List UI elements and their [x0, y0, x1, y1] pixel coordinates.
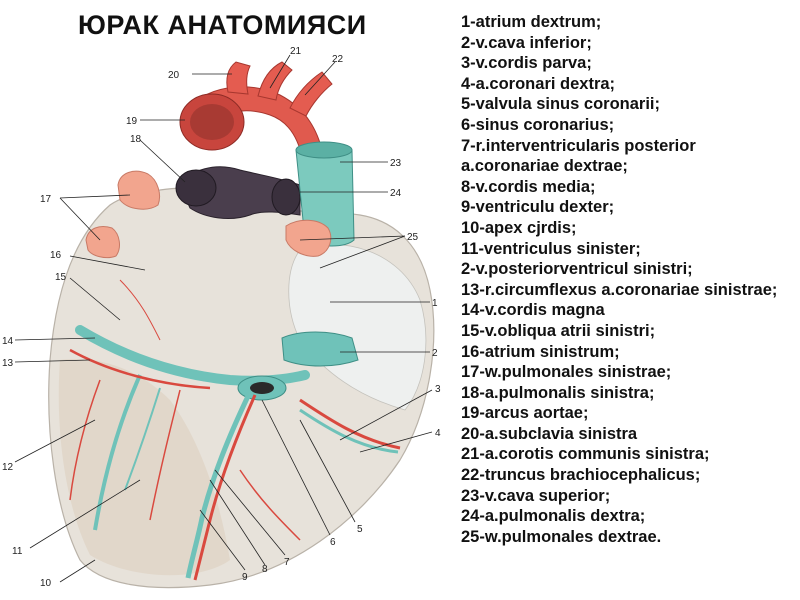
legend-item: 4-a.coronari dextra; — [461, 74, 616, 93]
callout-25: 25 — [407, 232, 419, 243]
posterior-left-ventricular-vein — [93, 374, 142, 531]
legend-item: 2-v.cava inferior; — [461, 33, 592, 52]
legend-item: 20-a.subclavia sinistra — [461, 424, 638, 443]
callout-19: 19 — [126, 116, 138, 127]
legend-item: 2-v.posteriorventricul sinistri; — [461, 260, 693, 279]
right-pulmonary-vein — [285, 219, 332, 257]
legend-item: 7-r.interventricularis posterior a.coron… — [461, 136, 696, 176]
legend-item: 24-a.pulmonalis dextra; — [461, 507, 646, 526]
legend-item: 21-a.corotis communis sinistra; — [461, 445, 710, 464]
posterior-interventricular-artery — [193, 394, 257, 581]
legend-item: 9-ventriculu dexter; — [461, 198, 615, 217]
legend-item: 11-ventriculus sinister; — [461, 239, 641, 258]
carotid-artery — [257, 61, 293, 101]
legend-item: 23-v.cava superior; — [461, 486, 611, 505]
legend-item: 14-v.cordis magna — [461, 301, 605, 320]
small-vessel — [119, 279, 161, 341]
callout-17: 17 — [40, 194, 52, 205]
small-vessel — [124, 387, 161, 491]
callout-leaders — [14, 54, 433, 583]
callout-8: 8 — [262, 564, 268, 575]
inferior-vena-cava — [281, 331, 359, 367]
svc-opening — [295, 141, 353, 159]
callout-24: 24 — [390, 188, 402, 199]
callout-21: 21 — [290, 46, 302, 57]
callout-4: 4 — [435, 428, 441, 439]
callout-3: 3 — [435, 384, 441, 395]
callout-23: 23 — [390, 158, 402, 169]
callout-10: 10 — [40, 578, 52, 589]
callout-2: 2 — [432, 348, 438, 359]
page-title: ЮРАК АНАТОМИЯСИ — [78, 10, 367, 40]
left-ventricle-region — [58, 359, 230, 576]
circumflex-artery — [69, 348, 211, 390]
right-atrium-region — [288, 244, 427, 411]
subclavian-artery — [226, 61, 251, 95]
small-vessel — [239, 469, 301, 541]
legend-item: 22-truncus brachiocephalicus; — [461, 466, 701, 485]
legend-item: 10-apex cjrdis; — [461, 218, 577, 237]
legend-item: 1-atrium dextrum; — [461, 13, 602, 31]
legend-item: 3-v.cordis parva; — [461, 54, 592, 73]
callout-1: 1 — [432, 298, 438, 309]
pulmonary-artery-right-opening — [271, 178, 301, 216]
legend-item: 17-w.pulmonales sinistrae; — [461, 363, 672, 382]
small-vessel — [149, 389, 181, 521]
callout-20: 20 — [168, 70, 180, 81]
callout-12: 12 — [2, 462, 14, 473]
callout-9: 9 — [242, 572, 248, 583]
legend-item: 15-v.obliqua atrii sinistri; — [461, 321, 656, 340]
callout-18: 18 — [130, 134, 142, 145]
left-pulmonary-vein-upper — [117, 170, 161, 210]
legend-list: 1-atrium dextrum; 2-v.cava inferior; 3-v… — [461, 12, 796, 547]
legend-item: 16-atrium sinistrum; — [461, 342, 620, 361]
callout-7: 7 — [284, 557, 290, 568]
callout-13: 13 — [2, 358, 14, 369]
callout-6: 6 — [330, 537, 336, 548]
legend-item: 13-r.circumflexus a.coronariae sinistrae… — [461, 280, 778, 299]
legend-item: 5-valvula sinus coronarii; — [461, 95, 660, 114]
legend-item: 8-v.cordis media; — [461, 177, 596, 196]
small-vessel — [69, 379, 101, 501]
aortic-arch-lumen — [190, 104, 234, 140]
legend-item: 6-sinus coronarius; — [461, 115, 615, 134]
middle-cardiac-vein — [185, 390, 253, 579]
right-coronary-artery — [299, 398, 401, 450]
heart-illustration: 1 2 3 4 5 6 7 8 9 10 11 12 13 14 15 16 1… — [0, 40, 450, 600]
legend-item: 19-arcus aortae; — [461, 404, 589, 423]
legend-item: 25-w.pulmonales dextrae. — [461, 527, 662, 546]
legend-item: 18-a.pulmonalis sinistra; — [461, 383, 655, 402]
callout-22: 22 — [332, 54, 344, 65]
callout-5: 5 — [357, 524, 363, 535]
coronary-sinus — [75, 325, 310, 386]
callout-14: 14 — [2, 336, 14, 347]
callout-16: 16 — [50, 250, 62, 261]
callout-15: 15 — [55, 272, 67, 283]
callout-11: 11 — [12, 546, 23, 557]
sinus-valve — [250, 382, 274, 394]
left-pulmonary-vein-lower — [85, 226, 120, 259]
pulmonary-artery-left-opening — [175, 169, 217, 207]
brachiocephalic-trunk — [289, 71, 333, 117]
